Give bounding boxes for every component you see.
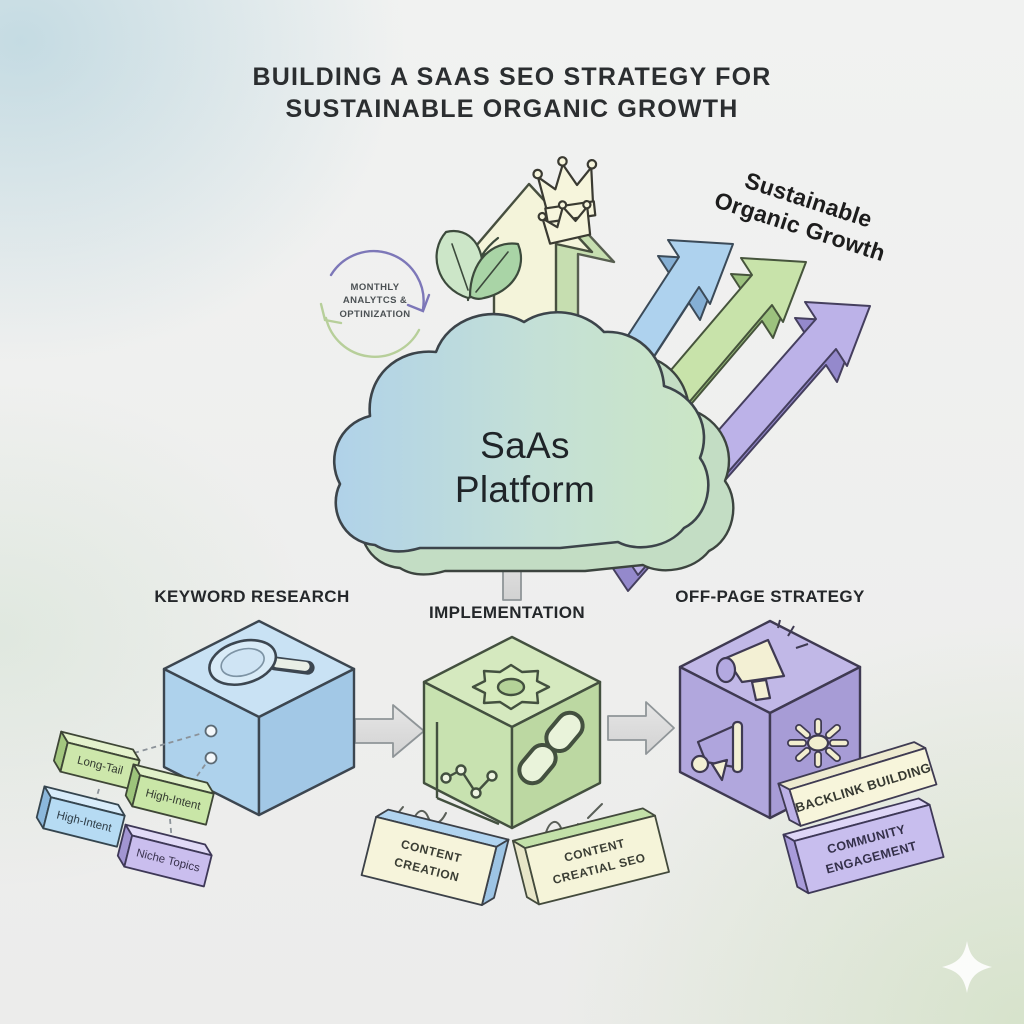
- connector-dots: [204, 724, 218, 765]
- crown-icon: [532, 156, 598, 245]
- magnifier-icon: [208, 638, 315, 686]
- title-line1: BUILDING A SAAS SEO STRATEGY FOR: [252, 63, 772, 91]
- saas-cloud: [332, 310, 735, 576]
- saas-platform-label: SaAs Platform: [425, 422, 625, 514]
- flow-arrow-icon: [354, 701, 675, 758]
- tag-content-creatial-seo: [511, 807, 670, 906]
- leaf-icon: [435, 229, 523, 302]
- cloud-line2: Platform: [454, 469, 596, 510]
- cycle-arrows-icon: [319, 249, 431, 358]
- page-title: BUILDING A SAAS SEO STRATEGY FOR SUSTAIN…: [152, 58, 872, 128]
- keyword-research-cube: [162, 619, 356, 817]
- sun-burst-icon: [787, 718, 849, 768]
- section-implementation: IMPLEMENTATION: [428, 603, 586, 622]
- tag-niche-topics: [116, 823, 213, 888]
- chain-link-icon: [517, 710, 585, 786]
- badge-line1: MONTHLY: [350, 282, 400, 294]
- tag-backlink-building: [777, 741, 938, 827]
- section-keyword-research: KEYWORD RESEARCH: [154, 587, 350, 606]
- section-off-page-strategy: OFF-PAGE STRATEGY: [675, 587, 865, 606]
- megaphone-side-icon: [690, 720, 744, 782]
- badge-line2: ANALYTCS &: [342, 295, 408, 307]
- implementation-cube: [422, 635, 602, 830]
- tag-high-intent-green: [124, 763, 215, 826]
- badge-line3: OPTINIZATION: [339, 308, 411, 320]
- tag-community-engagement: [782, 797, 945, 895]
- megaphone-icon: [715, 619, 809, 702]
- tag-long-tail: [53, 730, 141, 791]
- tag-content-creation: [360, 808, 510, 907]
- gear-icon: [471, 663, 551, 711]
- monthly-analytics-badge: MONTHLY ANALYTCS & OPTINIZATION: [319, 272, 431, 330]
- cloud-line1: SaAs: [480, 425, 570, 467]
- title-line2: SUSTAINABLE ORGANIC GROWTH: [285, 95, 739, 123]
- line-chart-icon: [435, 722, 500, 826]
- tag-high-intent-blue: [35, 785, 126, 848]
- sparkle-icon: [942, 941, 992, 993]
- offpage-cube: [678, 619, 862, 820]
